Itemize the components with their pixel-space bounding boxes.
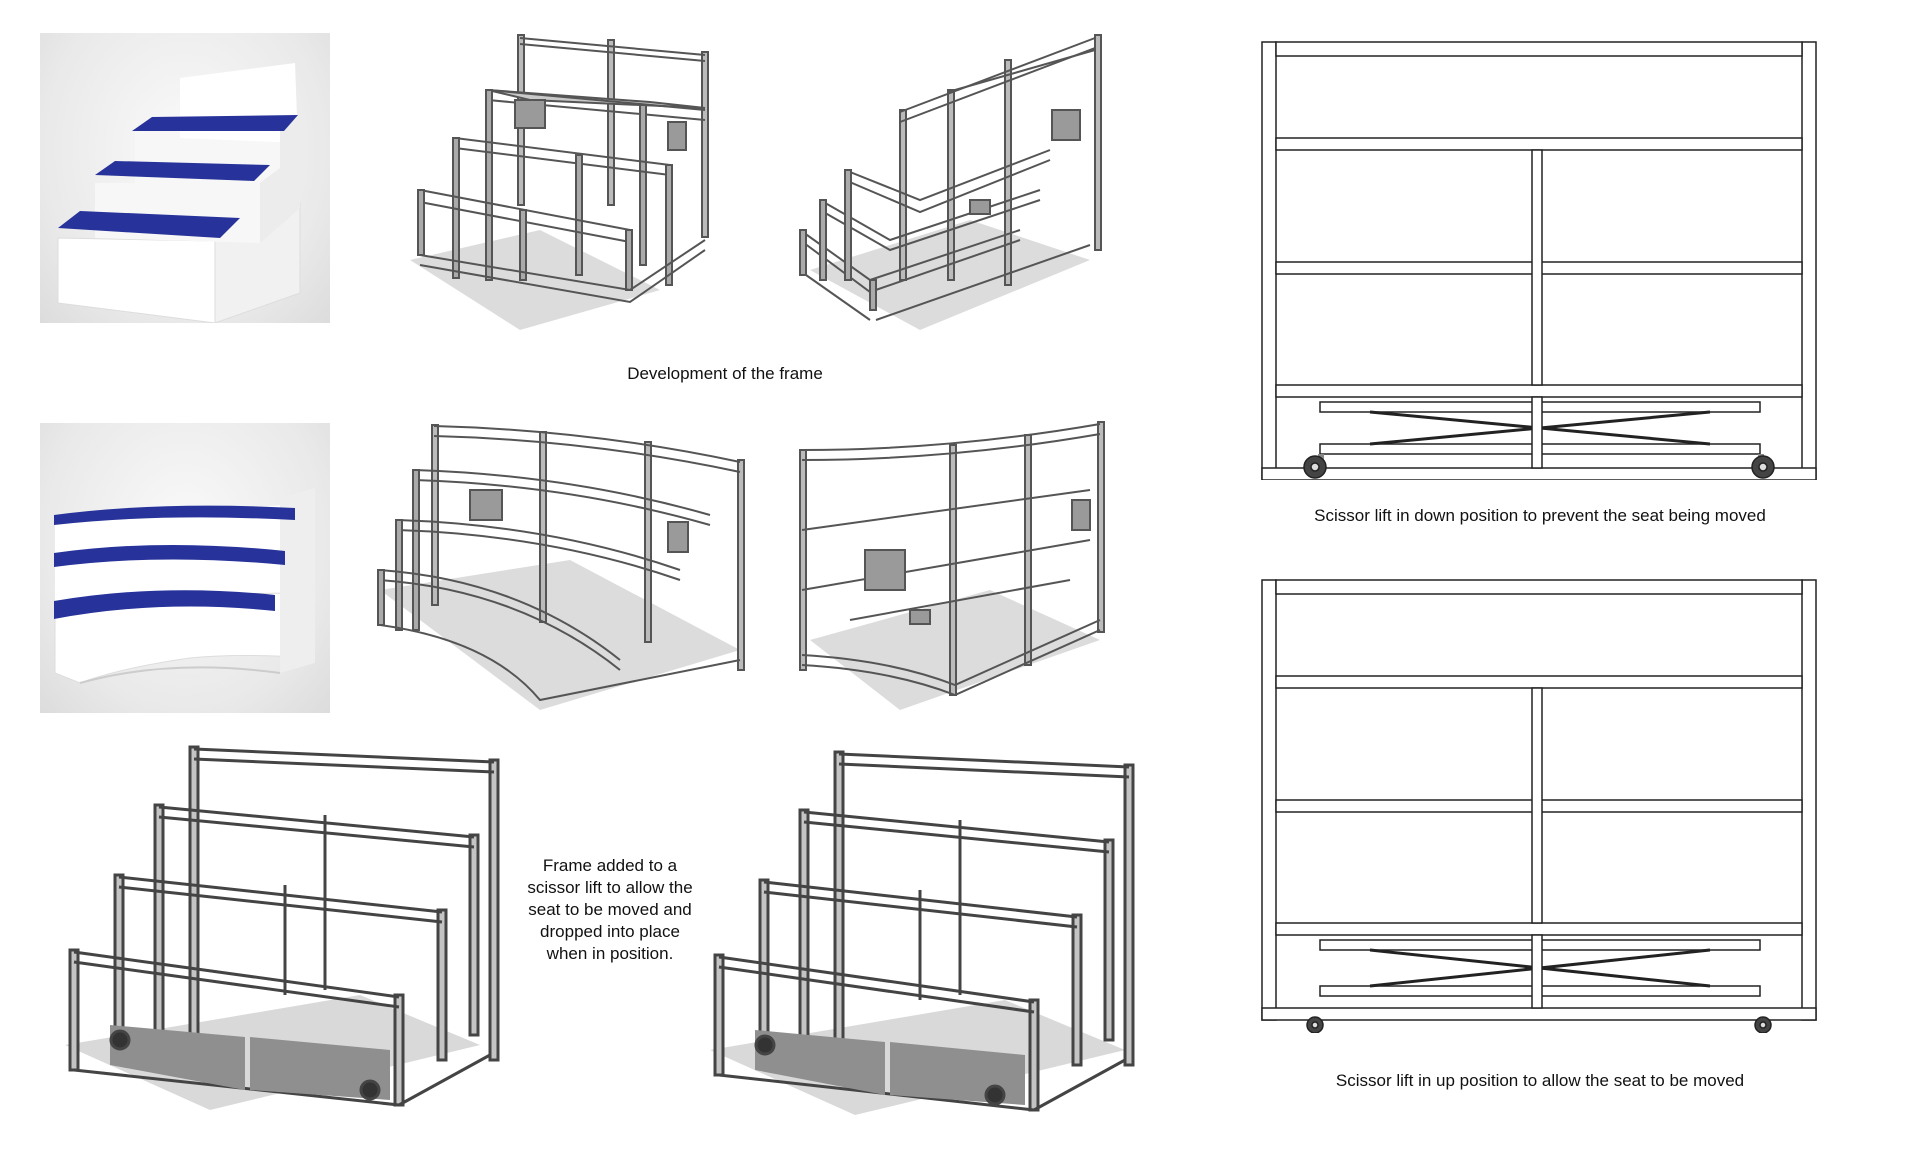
caption-up-position: Scissor lift in up position to allow the… xyxy=(1335,1071,1745,1090)
curved-frame-iso-back xyxy=(790,420,1110,720)
seat-cushion xyxy=(54,590,275,619)
caster-wheel xyxy=(1754,1016,1772,1033)
seat-cushion xyxy=(54,505,295,525)
caption-development: Development of the frame xyxy=(627,364,823,383)
caster-wheel xyxy=(1306,1016,1324,1033)
curved-frame-iso-front xyxy=(370,420,750,720)
elevation-up xyxy=(1260,578,1820,1033)
seat-cushion xyxy=(132,115,298,131)
seat-cushion xyxy=(54,544,285,567)
scissor-frame-iso-left xyxy=(60,745,510,1110)
caster-wheel xyxy=(1303,454,1327,479)
caster-wheel xyxy=(1751,454,1775,479)
scissor-frame-iso-right xyxy=(705,750,1145,1115)
caption-frame-added: Frame added to a scissor lift to allow t… xyxy=(527,856,693,963)
seat-cushion xyxy=(58,211,240,238)
caption-down-position: Scissor lift in down position to prevent… xyxy=(1314,506,1766,525)
straight-bench-render xyxy=(40,33,330,323)
seat-cushion xyxy=(95,161,270,181)
straight-frame-iso-side xyxy=(790,30,1110,330)
curved-bench-render xyxy=(40,423,330,713)
straight-frame-iso-front xyxy=(400,30,720,330)
straight-bench-render-svg xyxy=(57,63,301,323)
elevation-down xyxy=(1260,40,1820,480)
